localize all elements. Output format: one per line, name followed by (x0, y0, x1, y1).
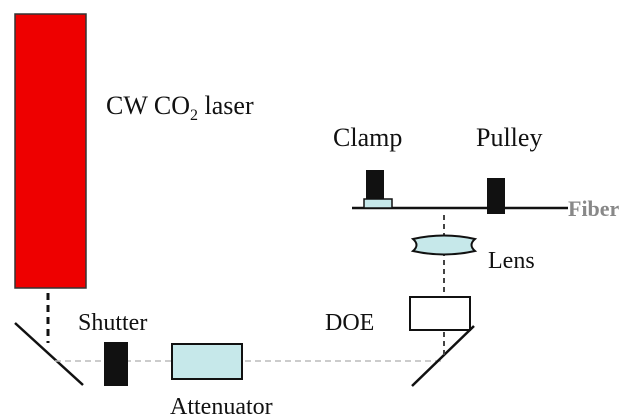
laser-label: CW CO2 laser (106, 91, 254, 124)
pulley-label: Pulley (476, 123, 542, 152)
lens-label: Lens (488, 248, 535, 274)
laser-label-subscript: 2 (190, 107, 198, 124)
pulley (487, 178, 505, 214)
shutter-label: Shutter (78, 310, 147, 336)
laser-label-prefix: CW CO (106, 91, 190, 120)
clamp-block (366, 170, 384, 200)
mirror-right (411, 325, 475, 387)
attenuator (171, 343, 243, 380)
doe-label: DOE (325, 310, 374, 336)
laser-label-suffix: laser (198, 91, 254, 120)
attenuator-label: Attenuator (170, 394, 273, 418)
clamp-label: Clamp (333, 123, 402, 152)
fiber-label: Fiber (568, 196, 620, 221)
mirror-left (14, 322, 84, 386)
doe (409, 296, 471, 331)
lens (410, 234, 478, 256)
clamp-base (363, 198, 393, 209)
co2-laser (14, 13, 87, 289)
shutter (104, 342, 128, 386)
